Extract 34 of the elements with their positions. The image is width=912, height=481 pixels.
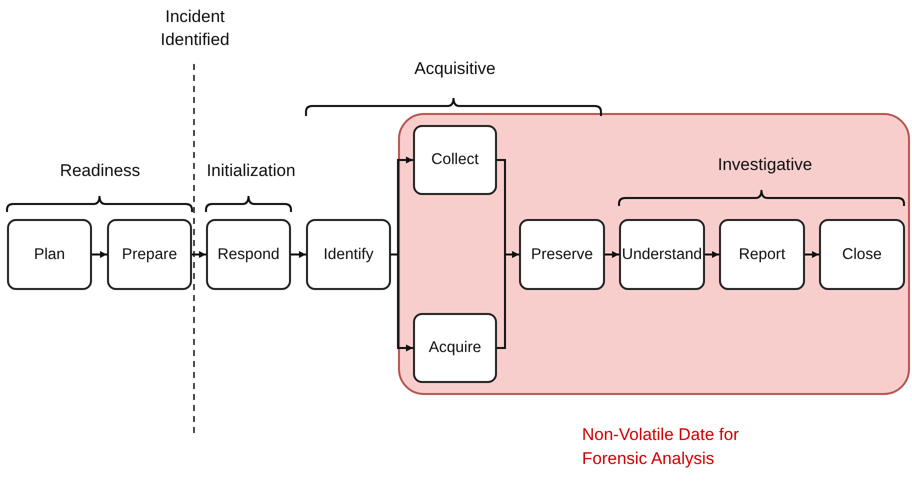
step-label: Plan (34, 246, 66, 264)
process-box (619, 219, 705, 290)
step-label: Close (842, 246, 882, 264)
phase-region (398, 113, 910, 395)
step-label: Report (738, 246, 786, 264)
step-label: Prepare (122, 246, 178, 264)
step-label: Respond (217, 246, 280, 264)
process-box (413, 313, 497, 383)
arrow (92, 251, 107, 258)
arrow (192, 251, 206, 258)
step-label: Preserve (530, 246, 594, 264)
process-box (107, 219, 192, 290)
phase-label: Initialization (206, 160, 296, 182)
arrow (705, 251, 719, 258)
arrow (291, 251, 306, 258)
process-box (7, 219, 92, 290)
step-label: Identify (324, 246, 374, 264)
phase-label: Investigative (716, 154, 814, 176)
arrow (497, 251, 519, 349)
process-box (719, 219, 805, 290)
process-box (413, 125, 497, 195)
step-label: Understand (622, 246, 702, 264)
process-box (819, 219, 905, 290)
process-box (519, 219, 605, 290)
phase-label: Incident Identified (160, 6, 230, 51)
note-text: Non-Volatile Date for Forensic Analysis (582, 424, 740, 470)
step-label: Collect (431, 151, 479, 169)
process-box (206, 219, 291, 290)
step-label: Acquire (428, 339, 482, 357)
phase-label: Readiness (58, 160, 142, 182)
process-box (306, 219, 391, 290)
arrow (805, 251, 819, 258)
phase-label: Acquisitive (413, 58, 497, 80)
arrow (605, 251, 619, 258)
